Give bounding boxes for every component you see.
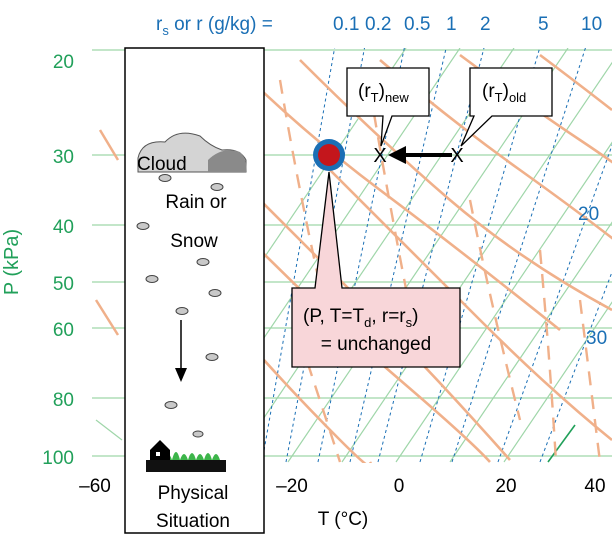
x-tick-minus-20: –20: [276, 476, 308, 497]
mixing-ratio-value-6: 10: [581, 14, 602, 35]
mixing-ratio-label-20: 20: [578, 204, 599, 225]
callout-line1-sub1: d: [364, 315, 371, 330]
isotherm-line: [449, 221, 612, 463]
mixing-ratio-line: [497, 144, 612, 463]
old-label-open: (r: [482, 81, 495, 102]
chart-grid: [264, 48, 612, 463]
svg-text:(rT)old: (rT)old: [482, 81, 526, 105]
mixing-ratio-value-0: 0.1: [333, 14, 359, 35]
mixing-ratio-value-3: 1: [446, 14, 457, 35]
mixing-ratio-value-1: 0.2: [365, 14, 391, 35]
marker-x-old: X: [450, 145, 463, 167]
isotherm-line: [287, 48, 569, 463]
old-callout: (rT)old: [460, 67, 553, 147]
x-tick-20: 20: [495, 476, 516, 497]
x-tick-minus-60: –60: [79, 476, 111, 497]
panel-frame: [124, 47, 265, 534]
house-icon: [150, 440, 170, 462]
dry-adiabat-line: [94, 299, 120, 336]
callout-line2: = unchanged: [321, 334, 431, 355]
arrow-down-icon: [175, 320, 187, 382]
physical-situation-panel: Cloud Rain or Snow Physical Situat: [124, 47, 265, 534]
ground-strip: [146, 460, 226, 472]
raindrop-icon: [136, 174, 224, 438]
unchanged-callout: (P, T=Td, r=rs) = unchanged: [291, 171, 461, 368]
mixing-ratio-value-4: 2: [480, 14, 491, 35]
caption-line1: Physical: [158, 483, 229, 504]
moist-adiabat-line: [368, 89, 422, 361]
y-tick-20: 20: [53, 52, 74, 73]
mixing-ratio-value-5: 5: [538, 14, 549, 35]
x-tick-0: 0: [394, 476, 405, 497]
mixing-ratio-value-2: 0.5: [404, 14, 430, 35]
old-label-sub2: old: [509, 90, 526, 105]
callout-line1-sub2: s: [406, 315, 413, 330]
moist-adiabat-line: [468, 199, 522, 421]
rs-symbol: r: [156, 14, 163, 35]
cloud-icon: [137, 132, 247, 173]
svg-text:rs or r (g/kg) =: rs or r (g/kg) =: [156, 14, 273, 38]
svg-text:(P, T=Td, r=rs): (P, T=Td, r=rs): [303, 306, 418, 330]
cloud-label: Cloud: [137, 154, 187, 175]
shift-arrow: [388, 146, 452, 164]
moist-adiabat-line: [538, 249, 558, 463]
isotherm-line: [264, 48, 515, 419]
new-label-sub1: T: [371, 90, 379, 105]
dry-adiabat-line: [98, 129, 120, 161]
isotherm-line: [503, 301, 612, 463]
y-tick-30: 30: [53, 147, 74, 168]
x-axis-title: T (°C): [318, 509, 369, 530]
y-axis-title: P (kPa): [1, 229, 23, 295]
mixing-ratio-header: rs or r (g/kg) = 0.1 0.2 0.5 1 2 5 10: [156, 14, 602, 38]
isotherm-line: [395, 141, 612, 463]
rain-label-line1: Rain or: [165, 192, 227, 213]
mixing-ratio-line: [349, 48, 447, 463]
state-point-marker: [313, 139, 345, 171]
dry-adiabat-line: [264, 359, 372, 463]
mixing-ratio-text: or r (g/kg) =: [169, 14, 273, 35]
old-label-sub1: T: [495, 90, 503, 105]
new-label-open: (r: [358, 81, 371, 102]
old-label-close: ): [503, 81, 509, 102]
caption-line2: Situation: [156, 511, 230, 532]
new-label-close: ): [379, 81, 385, 102]
left-chart-strip: [92, 49, 125, 457]
callout-line1-a: (P, T=T: [303, 306, 364, 327]
moist-adiabat-line: [578, 299, 602, 463]
rain-label-line2: Snow: [170, 231, 218, 252]
mixing-ratio-line: [377, 48, 485, 463]
isotherm-highlight: [547, 424, 576, 463]
dry-adiabat-line: [539, 53, 612, 112]
mixing-ratio-label-30: 30: [586, 328, 607, 349]
y-tick-60: 60: [53, 320, 74, 341]
callout-line1-c: ): [412, 306, 418, 327]
svg-text:(rT)new: (rT)new: [358, 81, 409, 105]
y-tick-40: 40: [53, 217, 74, 238]
new-label-sub2: new: [385, 90, 409, 105]
mixing-ratio-line: [451, 48, 586, 463]
y-tick-100: 100: [42, 448, 74, 469]
new-callout: (rT)new: [346, 67, 430, 147]
callout-line1-b: , r=r: [371, 306, 406, 327]
rs-subscript: s: [162, 23, 169, 38]
x-tick-40: 40: [584, 476, 605, 497]
isotherm-line: [95, 419, 123, 441]
y-tick-80: 80: [53, 390, 74, 411]
y-tick-50: 50: [53, 274, 74, 295]
dry-adiabat-line: [264, 91, 561, 332]
marker-x-new: X: [373, 145, 386, 167]
dry-adiabat-line: [329, 169, 612, 442]
